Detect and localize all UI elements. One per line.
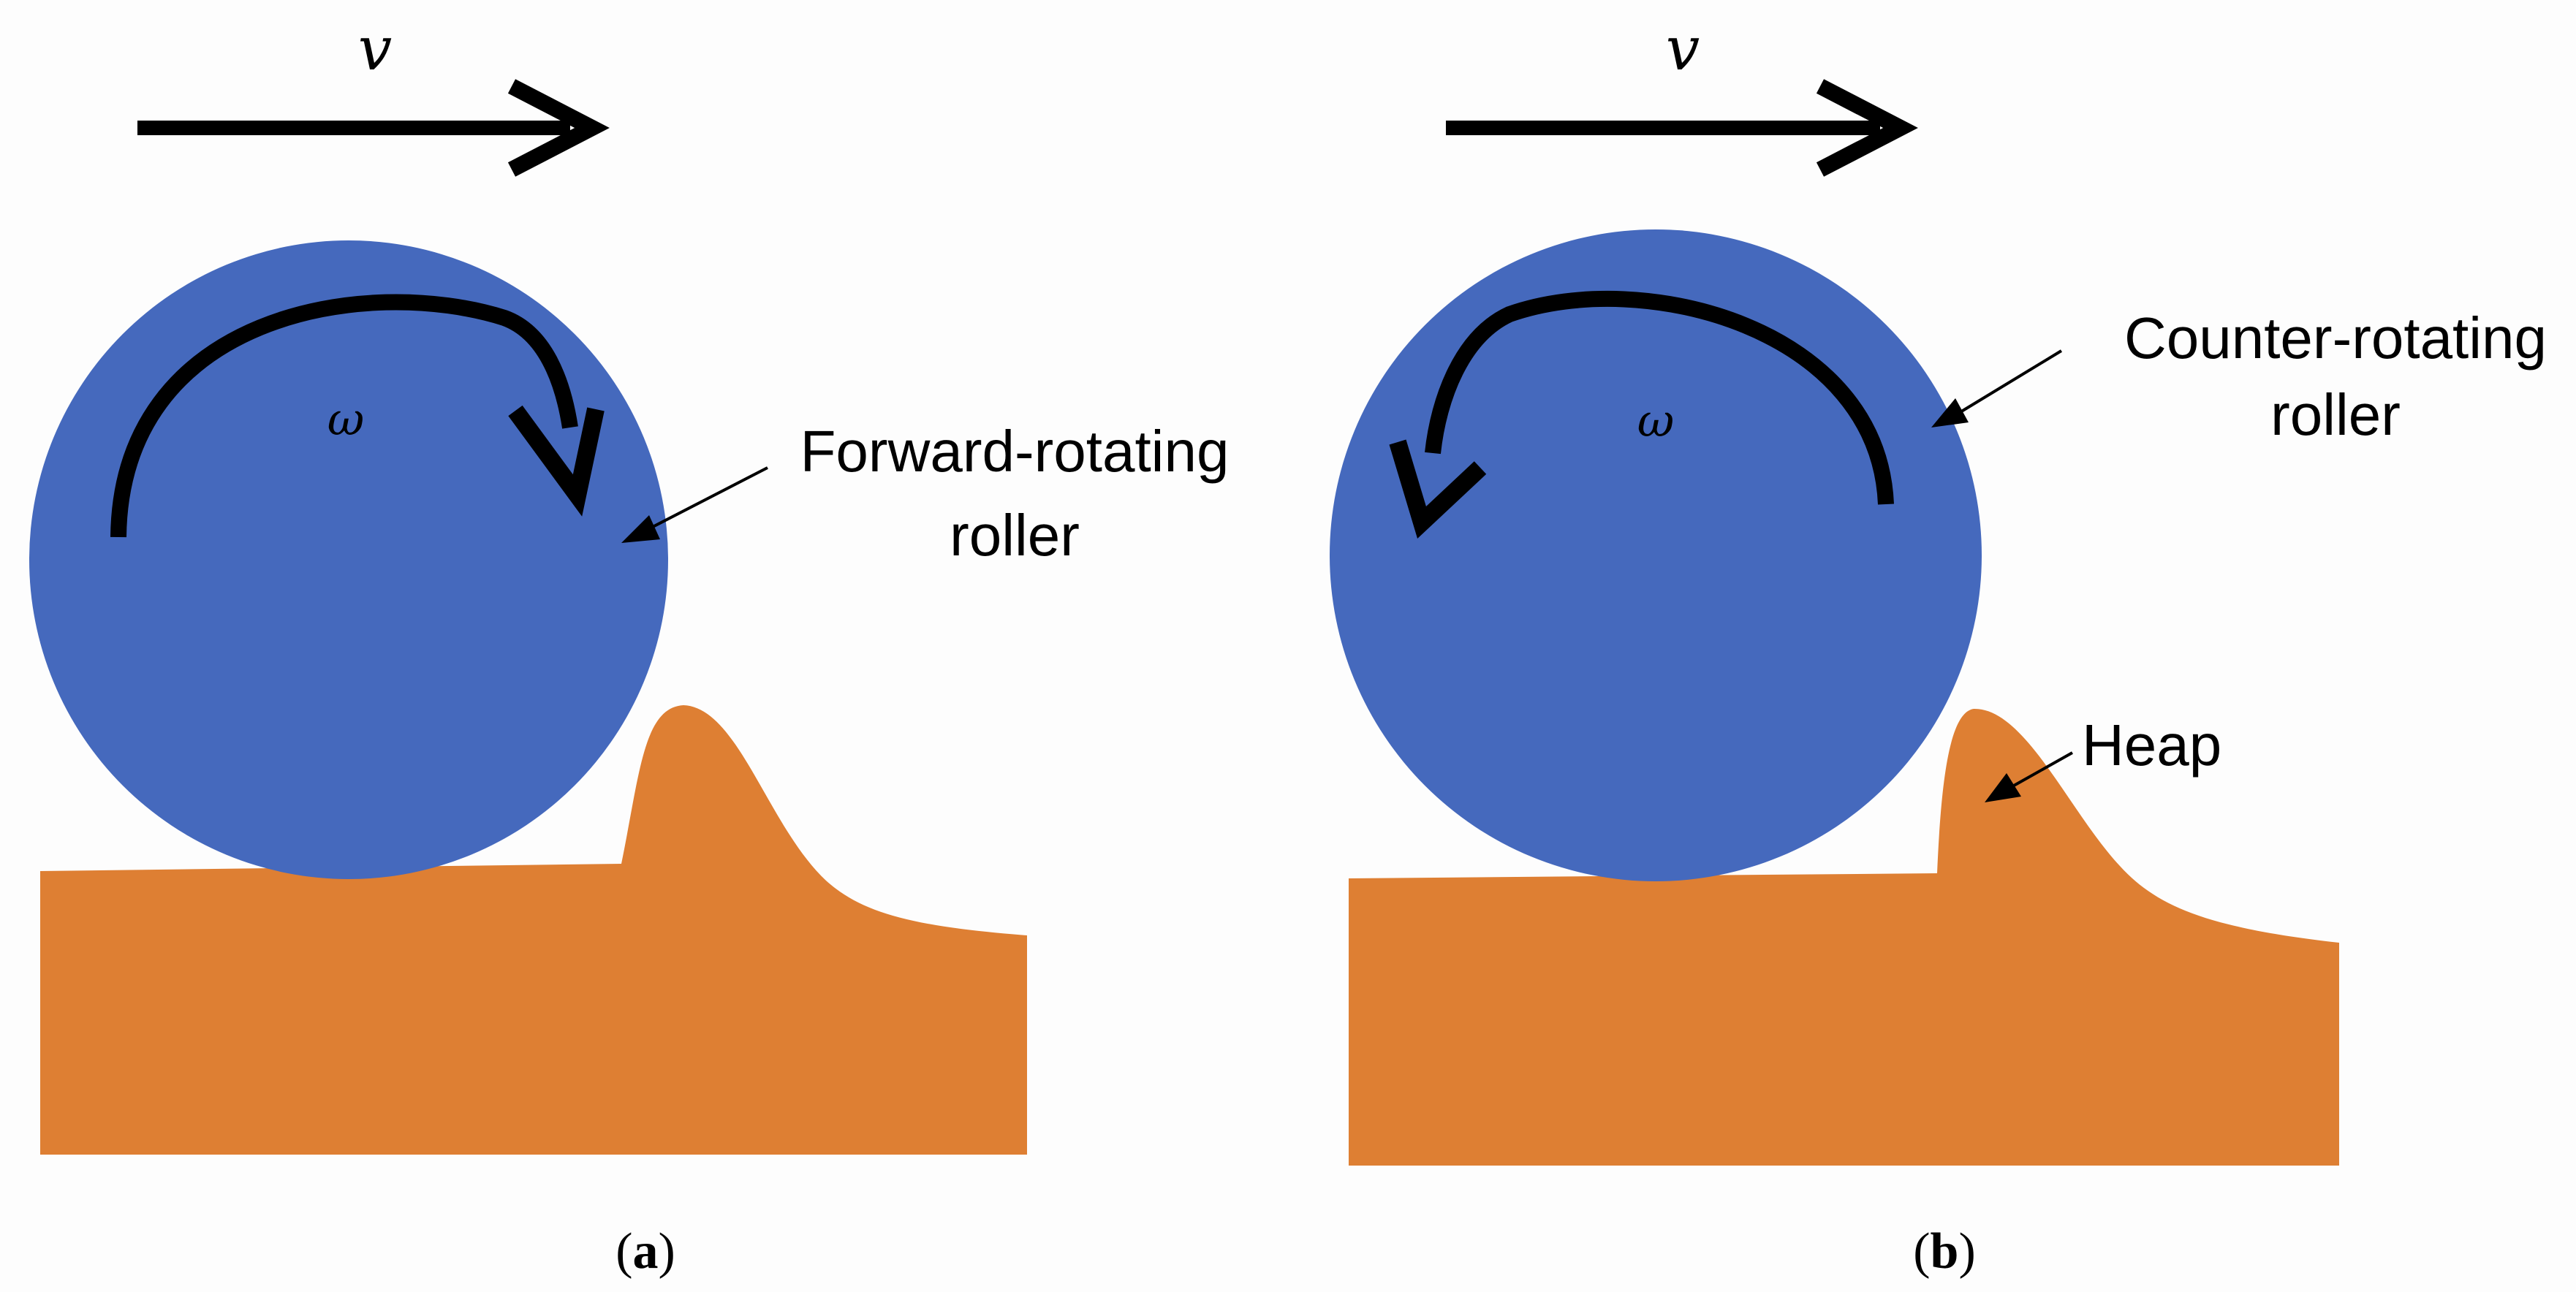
panel-b: v ω Counter-rotating roller Heap (b) (1330, 15, 2547, 1280)
roller-label-b-line1: Counter-rotating (2124, 305, 2547, 370)
heap-label-b: Heap (2082, 712, 2221, 778)
rotation-arrow-a (110, 294, 605, 538)
velocity-symbol-a: v (358, 15, 392, 84)
roller-label-a-line1: Forward-rotating (800, 419, 1230, 484)
velocity-symbol-b: v (1666, 15, 1700, 84)
material-bed-a (40, 705, 1027, 1155)
velocity-arrow-a (137, 79, 610, 177)
roller-leader-b (1931, 349, 2063, 428)
roller-leader-a (621, 466, 768, 543)
roller-label-a-line2: roller (950, 503, 1080, 568)
caption-b: (b) (1913, 1223, 1976, 1280)
heap-leader-b (1985, 751, 2073, 802)
roller-label-b-line2: roller (2270, 382, 2401, 447)
roller-b (1330, 229, 1982, 881)
rotation-arrow-b (1389, 290, 1894, 539)
roller-a (29, 240, 668, 879)
omega-symbol-a: ω (327, 392, 365, 446)
caption-a: (a) (615, 1223, 675, 1280)
material-bed-b (1349, 708, 2339, 1166)
panel-a: v ω Forward-rotating roller (a) (29, 15, 1229, 1280)
velocity-arrow-b (1446, 79, 1918, 177)
omega-symbol-b: ω (1637, 394, 1675, 447)
